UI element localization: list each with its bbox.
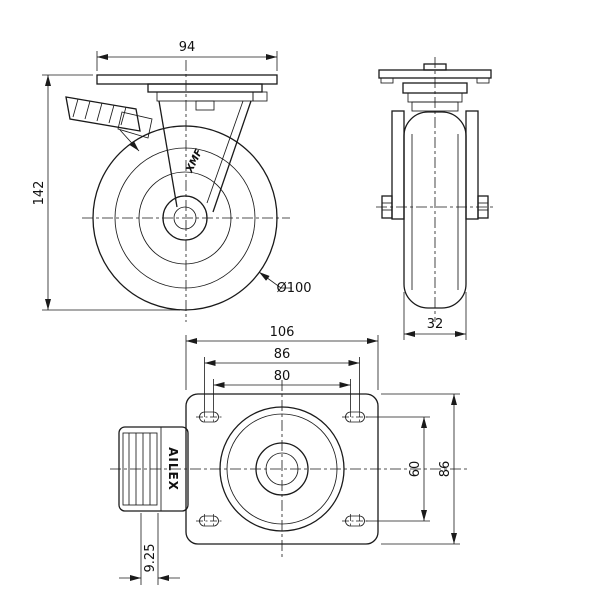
dim-wheel-diameter: Ø100 [258, 271, 312, 296]
dim-plate-depth-label: 86 [438, 461, 453, 478]
side-view: XMF [65, 60, 290, 322]
dim-slot-width: 9.25 [119, 513, 180, 585]
plan-swivel-circles [219, 406, 345, 532]
front-top-plate [378, 63, 492, 84]
brake-pedal-plan: AILEX [118, 426, 189, 512]
dim-slot-width-label: 9.25 [143, 544, 158, 573]
dim-plate-depth: 86 [381, 393, 460, 545]
dim-overall-height: 142 [32, 74, 180, 311]
dim-bolt-span-inner: 80 [213, 369, 351, 410]
dim-wheel-diameter-label: Ø100 [276, 281, 311, 296]
dim-bolt-span-vertical-label: 60 [408, 461, 423, 478]
side-wheel [92, 125, 278, 311]
mounting-slot-bottom-left [196, 514, 222, 528]
front-axle-nuts [381, 195, 489, 219]
dim-bolt-span-inner-label: 80 [274, 369, 291, 384]
front-wheel [403, 111, 467, 309]
dim-wheel-width: 32 [403, 292, 467, 340]
side-fork [158, 100, 252, 213]
pedal-brand-label: AILEX [166, 447, 180, 491]
mounting-plate [185, 393, 379, 545]
mounting-slot-bottom-right [342, 514, 368, 528]
brake-pedal-side [65, 96, 153, 152]
front-view [376, 57, 494, 322]
mounting-slot-top-right [342, 410, 368, 424]
dim-bolt-span-vertical: 60 [366, 416, 430, 522]
mounting-slot-top-left [196, 410, 222, 424]
dim-overall-height-label: 142 [32, 181, 47, 206]
dim-plate-length: 94 [96, 40, 278, 71]
front-swivel-housing [402, 82, 468, 112]
dim-bolt-span-outer-label: 86 [274, 347, 291, 362]
side-top-plate [96, 74, 278, 111]
wheel-logo: XMF [184, 147, 205, 175]
plan-view: AILEX [110, 380, 470, 560]
dim-bolt-span-outer: 86 [204, 347, 360, 410]
dim-plate-width-label: 106 [270, 325, 295, 340]
dim-plate-width: 106 [185, 325, 379, 390]
dim-wheel-width-label: 32 [427, 317, 444, 332]
dim-plate-length-label: 94 [179, 40, 196, 55]
